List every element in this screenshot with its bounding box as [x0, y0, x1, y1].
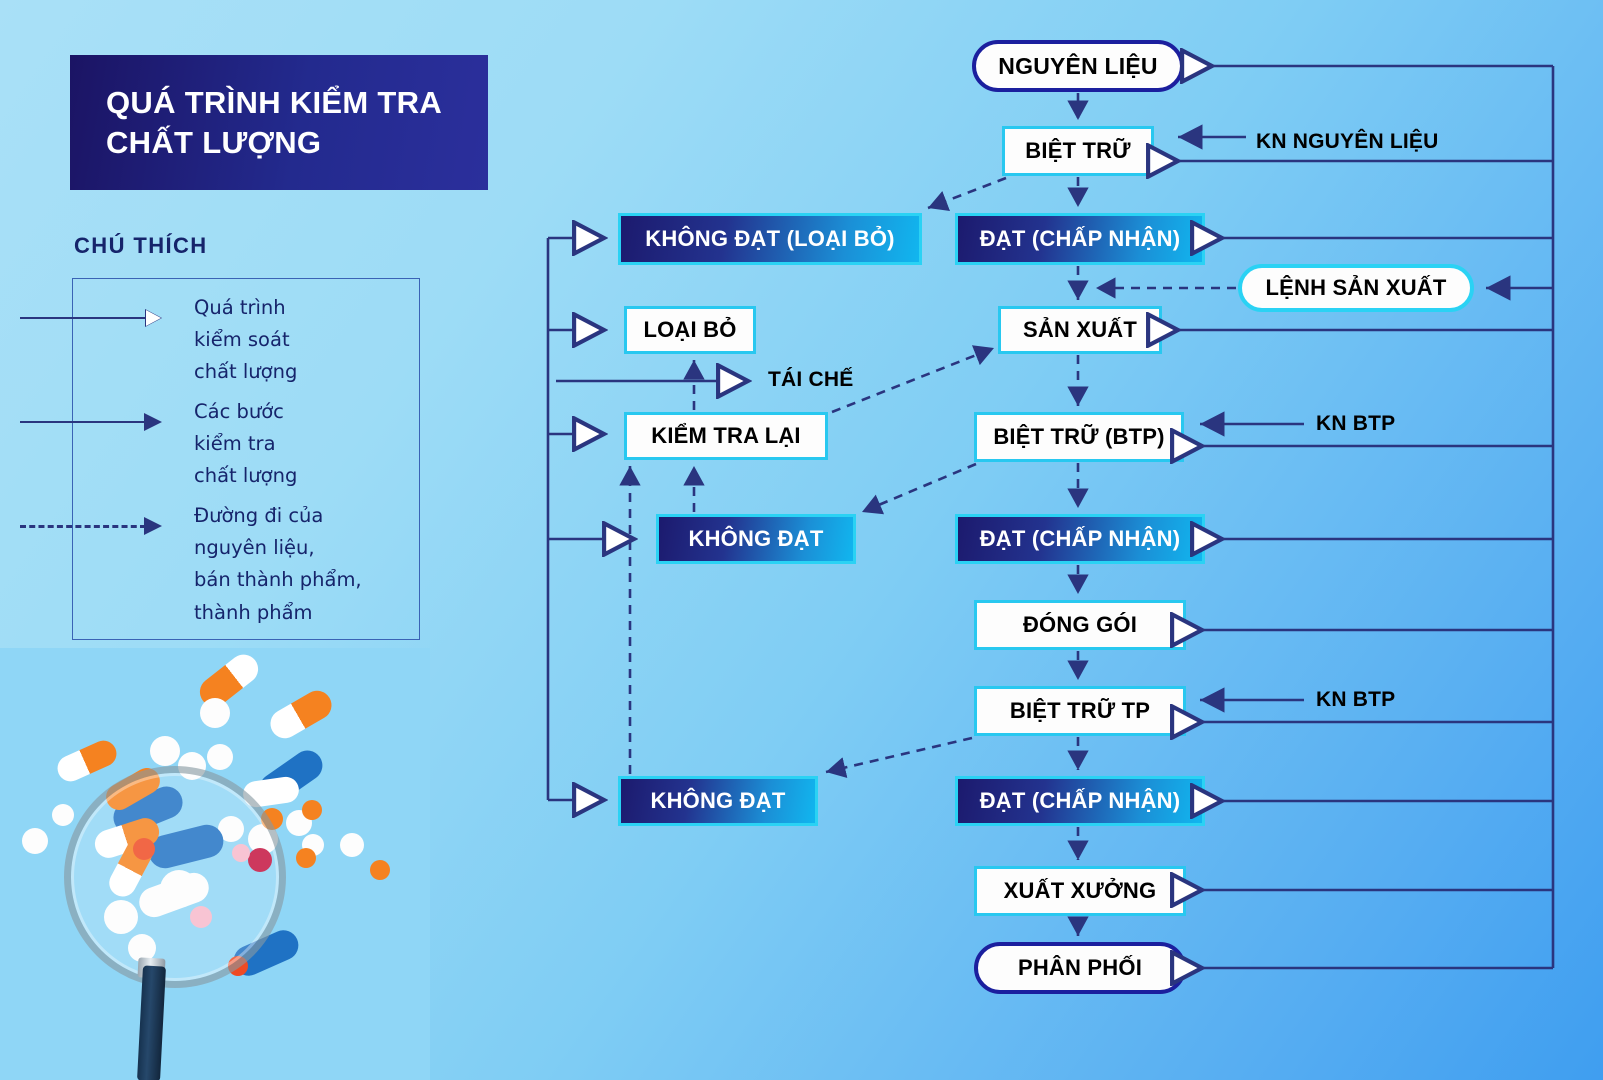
edge-label-tai-che: TÁI CHẾ: [768, 368, 854, 391]
legend-item-2: Đường đi của nguyên liệu, bán thành phẩm…: [20, 500, 362, 629]
node-kiem-tra-lai[interactable]: KIỂM TRA LẠI: [624, 412, 828, 460]
node-khong-dat-loai-bo[interactable]: KHÔNG ĐẠT (LOẠI BỎ): [618, 213, 922, 265]
edge-label-kn-nguyen-lieu: KN NGUYÊN LIỆU: [1256, 130, 1439, 153]
node-biet-tru-btp[interactable]: BIỆT TRỮ (BTP): [974, 412, 1184, 462]
edge-label-kn-btp-1: KN BTP: [1316, 412, 1396, 435]
node-lenh-san-xuat[interactable]: LỆNH SẢN XUẤT: [1238, 264, 1474, 312]
legend-arrow-material-path-icon: [20, 516, 180, 536]
legend-item-label: Đường đi của nguyên liệu, bán thành phẩm…: [194, 504, 362, 624]
page-title: QUÁ TRÌNH KIỂM TRA CHẤT LƯỢNG: [70, 83, 442, 161]
pills-magnifier-photo: [0, 648, 430, 1080]
page-title-line2: CHẤT LƯỢNG: [106, 124, 322, 160]
edge-label-kn-btp-2: KN BTP: [1316, 688, 1396, 711]
page-title-line1: QUÁ TRÌNH KIỂM TRA: [106, 85, 443, 121]
node-biet-tru-tp[interactable]: BIỆT TRỮ TP: [974, 686, 1186, 736]
node-nguyen-lieu[interactable]: NGUYÊN LIỆU: [972, 40, 1184, 92]
legend-item-1: Các bước kiểm tra chất lượng: [20, 396, 297, 493]
node-dat-chap-nhan-3[interactable]: ĐẠT (CHẤP NHẬN): [955, 776, 1205, 826]
legend-box: [72, 278, 420, 640]
node-dat-chap-nhan-2[interactable]: ĐẠT (CHẤP NHẬN): [955, 514, 1205, 564]
legend-arrow-quality-control-icon: [20, 308, 180, 328]
node-biet-tru[interactable]: BIỆT TRỮ: [1002, 126, 1154, 176]
legend-heading: CHÚ THÍCH: [74, 233, 208, 258]
page-title-card: QUÁ TRÌNH KIỂM TRA CHẤT LƯỢNG: [70, 55, 488, 190]
legend-arrow-quality-check-icon: [20, 412, 180, 432]
legend-item-0: Quá trình kiểm soát chất lượng: [20, 292, 297, 389]
node-khong-dat-3[interactable]: KHÔNG ĐẠT: [618, 776, 818, 826]
node-loai-bo[interactable]: LOẠI BỎ: [624, 306, 756, 354]
legend-item-label: Quá trình kiểm soát chất lượng: [194, 296, 298, 384]
node-phan-phoi[interactable]: PHÂN PHỐI: [974, 942, 1186, 994]
legend-item-label: Các bước kiểm tra chất lượng: [194, 400, 298, 488]
node-dat-chap-nhan-1[interactable]: ĐẠT (CHẤP NHẬN): [955, 213, 1205, 265]
node-xuat-xuong[interactable]: XUẤT XƯỞNG: [974, 866, 1186, 916]
node-san-xuat[interactable]: SẢN XUẤT: [998, 306, 1162, 354]
node-dong-goi[interactable]: ĐÓNG GÓI: [974, 600, 1186, 650]
node-khong-dat-2[interactable]: KHÔNG ĐẠT: [656, 514, 856, 564]
magnifier-lens-icon: [64, 766, 286, 988]
